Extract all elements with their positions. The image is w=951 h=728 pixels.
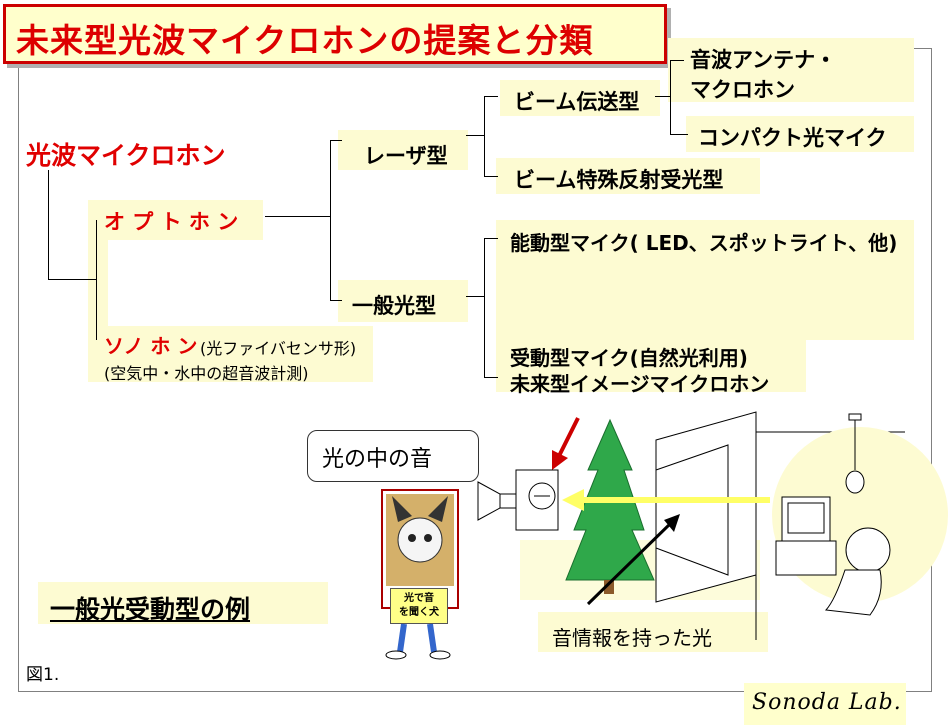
connector-root-horizontal	[48, 279, 96, 280]
dog-ear-right	[428, 496, 448, 522]
connector-optophone-out	[265, 216, 330, 217]
highlight-laser	[338, 130, 468, 170]
arrow-label: 音情報を持った光	[552, 626, 712, 650]
example-label: 一般光受動型の例	[50, 595, 251, 624]
connector-active-in	[484, 238, 498, 239]
highlight-antenna	[668, 38, 914, 102]
node-future-image-mic: 未来型イメージマイクロホン	[510, 372, 770, 396]
connector-general-out	[466, 296, 484, 297]
speech-callout	[307, 430, 479, 482]
connector-opto-vertical	[330, 140, 331, 300]
connector-general-in	[330, 300, 342, 301]
highlight-passive	[496, 340, 806, 392]
highlight-special	[496, 158, 760, 194]
node-sonophone: ソノ ホ ン	[104, 334, 198, 358]
connector-laser-in	[330, 140, 342, 141]
lab-credit-box	[744, 683, 906, 725]
person-foot-left	[385, 650, 407, 660]
info-arrowhead	[664, 514, 680, 532]
connector-compact-in	[670, 134, 688, 135]
connector-special-in	[484, 176, 498, 177]
callout-text: 光の中の音	[322, 447, 433, 472]
node-optophone: オ プ ト ホ ン	[104, 210, 239, 234]
highlight-compact	[686, 116, 914, 152]
connector-laser-out	[466, 135, 484, 136]
person-foot-right	[429, 650, 451, 660]
light-beam-arrowhead	[562, 489, 584, 511]
connector-root-vertical	[48, 170, 49, 280]
connector-beam-out	[655, 96, 670, 97]
tree-trunk	[604, 580, 614, 594]
connector-beam-vertical	[670, 60, 671, 135]
speaker-horn	[477, 481, 501, 521]
highlight-general-panel	[496, 258, 914, 340]
node-lightwave-microphone: 光波マイクロホン	[26, 141, 226, 170]
figure-label: 図1.	[26, 665, 60, 685]
lamp-bulb	[845, 470, 865, 494]
node-laser: レーザ型	[364, 144, 448, 168]
node-sonophone-note2: (空気中・水中の超音波計測)	[104, 364, 309, 383]
node-general: 一般光型	[352, 294, 436, 318]
red-arrowhead	[552, 450, 568, 470]
connector-branch-vertical	[96, 220, 97, 340]
highlight-beam-transmission	[500, 80, 660, 116]
page-title: 未来型光波マイクロホンの提案と分類	[16, 21, 594, 60]
node-compact-mic: コンパクト光マイク	[698, 126, 887, 150]
lens-screen	[655, 444, 729, 576]
photo-sticker: 光で音 を聞く犬	[390, 588, 448, 624]
node-beam-transmission: ビーム伝送型	[514, 90, 640, 114]
sticker-line2: を聞く犬	[399, 607, 439, 618]
person-leg-right	[427, 623, 437, 653]
info-arrow	[586, 520, 674, 606]
title-box	[3, 4, 667, 64]
connector-laser-vertical	[484, 96, 485, 176]
node-active-mic: 能動型マイク( LED、スポットライト、他)	[510, 231, 898, 255]
baby-body	[824, 569, 882, 616]
node-special-reflection: ビーム特殊反射受光型	[514, 168, 724, 192]
node-antenna-line1: 音波アンテナ・	[690, 48, 837, 72]
red-arrow	[556, 417, 580, 459]
connector-beam-in	[484, 96, 498, 97]
tv-stand	[775, 540, 837, 576]
speaker-neck	[499, 493, 517, 509]
dog-eye-left	[408, 534, 416, 542]
baby-head	[845, 527, 891, 573]
node-passive-mic: 受動型マイク(自然光利用)	[510, 346, 748, 370]
node-antenna-line2: マクロホン	[690, 78, 795, 102]
highlight-arrow-label	[538, 612, 768, 652]
node-sonophone-note1: (光ファイバセンサ形)	[200, 339, 357, 358]
highlight-sonophone-note	[88, 326, 373, 382]
tv-screen	[787, 502, 825, 534]
dog-eye-right	[424, 534, 432, 542]
connector-antenna-in	[670, 60, 684, 61]
sticker-line1: 光で音	[404, 593, 434, 604]
dog-face	[397, 517, 443, 563]
connector-passive-in	[484, 377, 498, 378]
highlight-example	[38, 582, 328, 624]
highlight-general	[338, 280, 468, 322]
lab-credit: Sonoda Lab.	[752, 690, 902, 715]
lamp-mount	[848, 413, 862, 421]
connector-general-vertical	[484, 238, 485, 378]
highlight-sonophone	[88, 240, 108, 330]
highlight-active	[496, 220, 914, 258]
dog-ear-left	[392, 496, 412, 522]
highlight-optophone	[88, 200, 263, 240]
person-leg-left	[397, 623, 407, 653]
